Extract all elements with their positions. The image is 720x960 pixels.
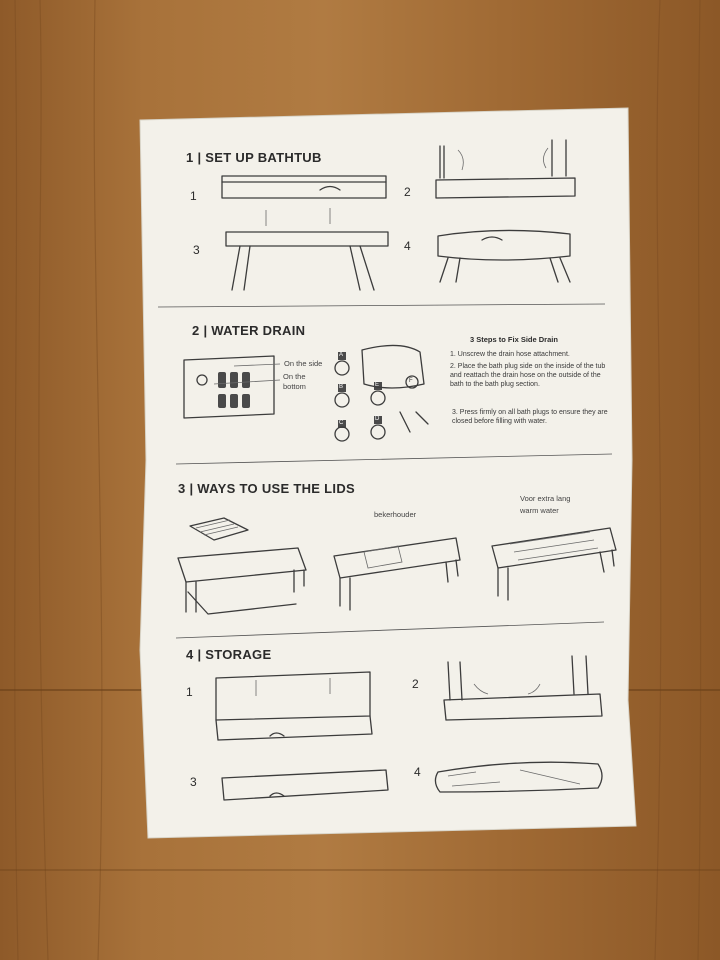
storage-step-2 [443, 655, 603, 721]
storage-step-number: 3 [190, 775, 197, 789]
setup-tub-step-2 [435, 139, 576, 199]
lid-illustration [189, 517, 249, 541]
drain-tub-bottom-illustration [183, 355, 281, 419]
drain-label-side: On the side [284, 359, 323, 368]
drain-label-bottom: bottom [283, 382, 306, 391]
part-label-e: E [375, 382, 380, 388]
setup-step-number: 2 [404, 185, 411, 199]
setup-step-number: 3 [193, 243, 200, 257]
fix-drain-step-2: 2. Place the bath plug side on the insid… [450, 363, 606, 389]
section-1-heading: 1 | SET UP BATHTUB [186, 150, 322, 165]
fix-drain-step-1: 1. Unscrew the drain hose attachment. [450, 351, 570, 358]
storage-step-number: 1 [186, 685, 193, 699]
setup-tub-step-1 [221, 175, 387, 199]
lids-label-bekerhouder: bekerhouder [374, 510, 417, 519]
setup-tub-step-3 [225, 208, 389, 291]
setup-step-number: 1 [190, 189, 197, 203]
part-label-c: C [339, 420, 344, 426]
drain-parts-illustration [334, 344, 429, 442]
part-label-b: B [339, 384, 344, 390]
section-2-heading: 2 | WATER DRAIN [192, 323, 306, 338]
part-label-f: F [409, 378, 413, 384]
part-label-a: A [339, 352, 344, 358]
drain-label-on-the: On the [283, 372, 306, 381]
setup-step-number: 4 [404, 239, 411, 253]
setup-tub-step-4 [437, 229, 571, 283]
storage-step-number: 4 [414, 765, 421, 779]
storage-step-number: 2 [412, 677, 419, 691]
lids-label-voor-line-1: Voor extra lang [520, 494, 571, 503]
lids-tub-2 [333, 537, 461, 611]
lids-label-voor-line-2: warm water [520, 506, 559, 515]
part-label-d: D [375, 416, 380, 422]
lids-tub-3 [491, 527, 617, 601]
section-4-heading: 4 | STORAGE [186, 647, 272, 662]
lids-tub-1 [177, 547, 307, 615]
storage-step-3 [221, 769, 389, 801]
fix-drain-step-3: 3. Press firmly on all bath plugs to ens… [452, 409, 608, 426]
storage-step-1 [215, 671, 373, 741]
fix-drain-title: 3 Steps to Fix Side Drain [470, 335, 558, 344]
storage-step-4 [434, 761, 603, 793]
section-3-heading: 3 | WAYS TO USE THE LIDS [178, 481, 355, 496]
